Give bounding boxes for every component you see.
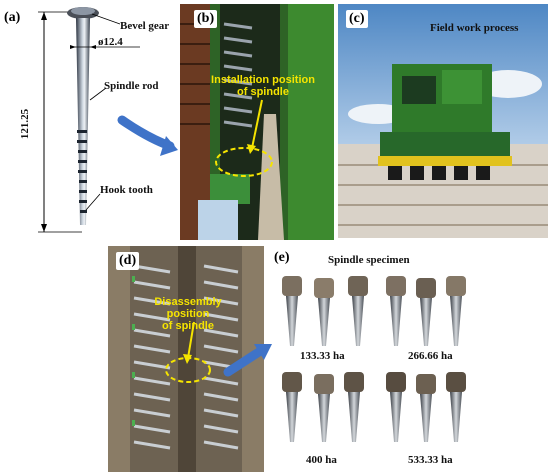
panel-e-label: (e) [274,250,290,265]
disassembly-annotation-line2: of spindle [162,320,214,332]
panel-b-photo: (b) Installation position of spindle [180,4,334,240]
installation-annotation-line1: Installation position [211,74,315,86]
disassembly-annotation-line1: Disassembly position [154,296,222,320]
spindle-specimen-title: Spindle specimen [328,254,410,266]
group-266-label: 266.66 ha [408,350,453,362]
panel-c-label: (c) [346,10,368,28]
length-label: 121.25 [19,108,32,140]
panel-b-label: (b) [194,10,218,28]
panel-c-photo: (c) Field work process [338,4,548,238]
bevel-gear-label: Bevel gear [120,20,170,32]
panel-a-label: (a) [4,10,21,25]
group-533-label: 533.33 ha [408,454,453,466]
installation-annotation: Installation position of spindle [208,74,318,98]
diameter-label: ø12.4 [98,36,123,48]
panel-a: (a) Bevel gear ø12.4 121.25 Spindle rod … [0,0,180,240]
field-work-title: Field work process [430,22,519,34]
spindle-drawing [38,7,140,233]
panel-d-photo: (d) Disassembly position of spindle [108,246,264,472]
spindle-rod-label: Spindle rod [104,80,159,92]
disassembly-annotation: Disassembly position of spindle [132,296,244,332]
group-400-label: 400 ha [306,454,337,466]
group-133-label: 133.33 ha [300,350,345,362]
panel-d-label: (d) [116,252,140,270]
specimen-spindles [282,276,466,442]
panel-e: (e) Spindle specimen [268,246,550,474]
installation-annotation-line2: of spindle [237,86,289,98]
hook-tooth-label: Hook tooth [100,184,153,196]
